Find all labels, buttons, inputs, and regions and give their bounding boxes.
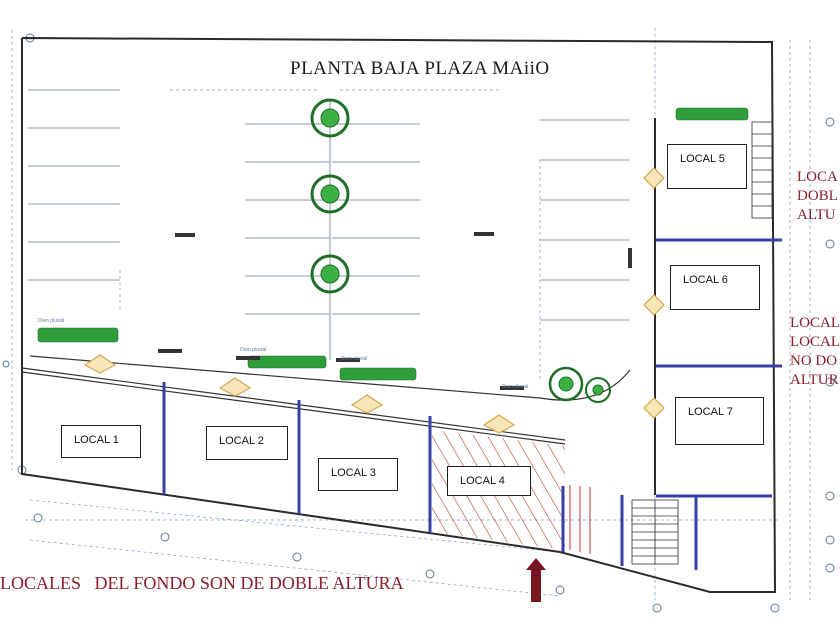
local-6-label: LOCAL 6	[670, 265, 760, 310]
side-note-lower-line: LOCAL	[790, 315, 840, 331]
drain-label: Dren pluvial	[502, 384, 529, 390]
tree-icons	[310, 98, 611, 403]
stair-icon	[631, 121, 773, 565]
side-note-upper-line: DOBL	[797, 188, 838, 204]
door-icons	[83, 167, 665, 434]
drain-label: Dren pluvial	[341, 356, 368, 362]
side-note-lower-line: ALTUR	[790, 372, 839, 388]
grid-markers	[2, 33, 835, 613]
plan-title: PLANTA BAJA PLAZA MAiiO	[290, 58, 550, 79]
entrance-arrow-icon	[526, 558, 546, 602]
drain-label: Dren pluvial	[38, 318, 65, 324]
side-note-lower: LOCAL LOCAL NO DO ALTUR	[790, 314, 840, 390]
local-1-label: LOCAL 1	[61, 425, 141, 458]
local-3-label: LOCAL 3	[318, 458, 398, 491]
local-5-label: LOCAL 5	[667, 144, 747, 189]
side-note-lower-line: LOCAL	[790, 334, 840, 350]
local-7-label: LOCAL 7	[675, 397, 764, 445]
building-outline	[21, 37, 777, 593]
planters	[37, 107, 749, 381]
footer-note: LOCALES DEL FONDO SON DE DOBLE ALTURA	[0, 573, 404, 593]
side-note-upper: LOCA DOBL ALTU	[797, 168, 838, 225]
facade-lines	[21, 355, 631, 445]
parking-stalls	[28, 89, 630, 360]
side-note-lower-line: NO DO	[790, 353, 838, 369]
side-note-upper-line: LOCA	[797, 169, 838, 185]
side-note-upper-line: ALTU	[797, 207, 836, 223]
hatch-stripes	[569, 485, 591, 554]
local-2-label: LOCAL 2	[206, 426, 288, 460]
drain-label: Dren pluvial	[240, 347, 267, 353]
local-4-label: LOCAL 4	[447, 466, 531, 496]
fixture-markers	[158, 232, 632, 390]
partition-walls	[162, 238, 782, 570]
